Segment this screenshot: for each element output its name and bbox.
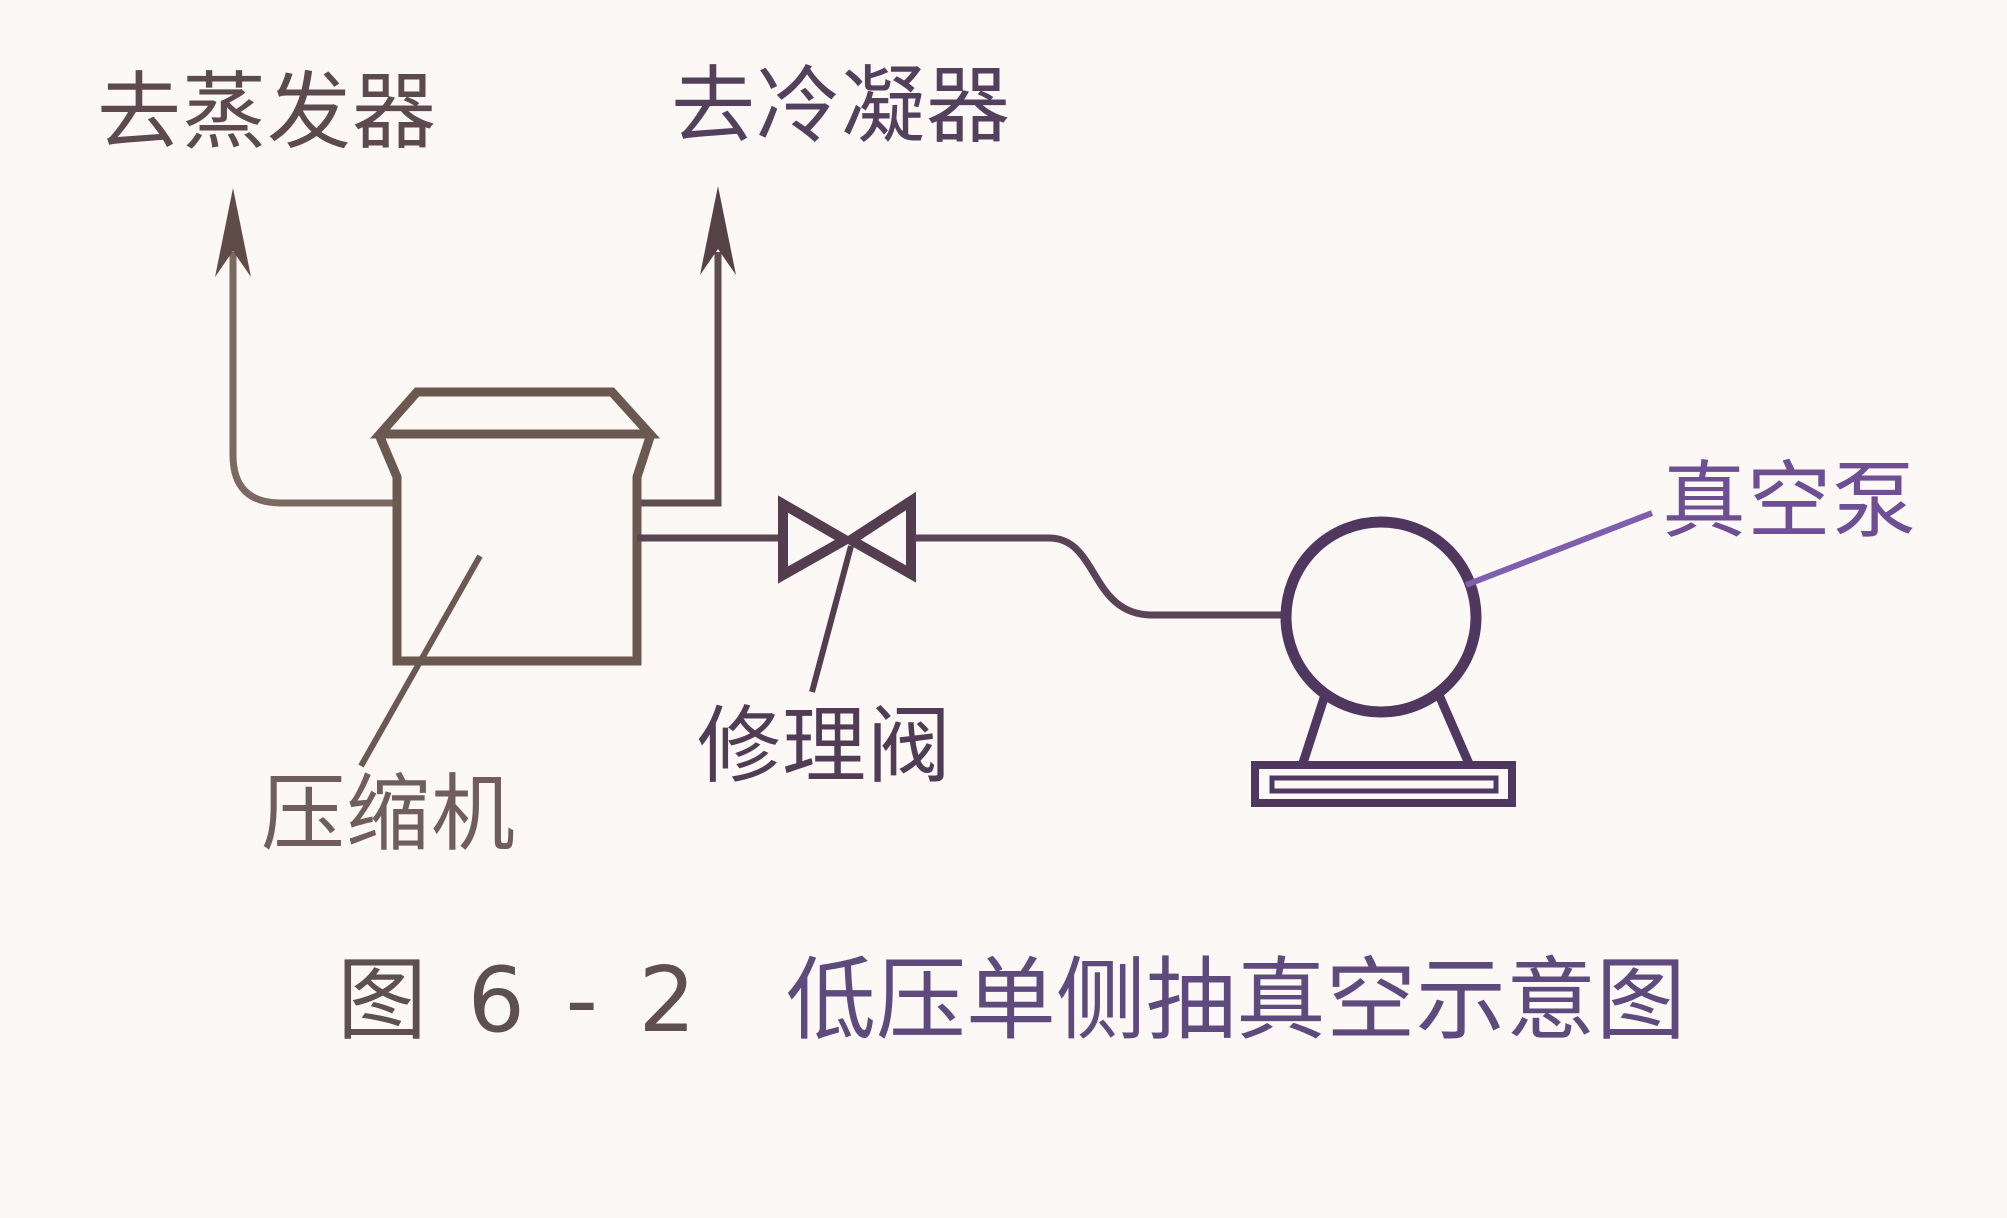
figure-caption-title: 低压单侧抽真空示意图	[785, 948, 1686, 1053]
vacuum-pump-symbol	[1251, 510, 1654, 807]
condenser-label: 去冷凝器	[671, 57, 1012, 155]
condenser-pipe-arrow	[640, 186, 736, 507]
pump-left-leg	[1297, 693, 1330, 768]
pump-base-inner	[1269, 775, 1499, 794]
evaporator-arrowhead-icon	[215, 188, 251, 277]
pump-base-outer	[1251, 761, 1516, 807]
figure-caption-number: 图 6 - 2	[337, 948, 702, 1053]
compressor-symbol	[358, 387, 661, 768]
compressor-body	[375, 435, 655, 666]
valve-right-triangle	[841, 491, 916, 583]
pump-circle	[1280, 516, 1482, 718]
vacuum-pump-label: 真空泵	[1662, 452, 1918, 550]
pump-leader-line	[1464, 510, 1654, 588]
evaporator-pipe	[229, 252, 396, 507]
repair-valve-symbol	[778, 491, 916, 693]
pump-inlet-pipe	[914, 534, 1287, 619]
evaporator-label: 去蒸发器	[97, 63, 438, 161]
evaporator-pipe-arrow	[215, 188, 396, 507]
valve-left-triangle	[778, 495, 856, 584]
repair-valve-label: 修理阀	[697, 697, 953, 795]
compressor-label: 压缩机	[261, 765, 517, 863]
pump-right-leg	[1434, 693, 1475, 768]
valve-leader-line	[809, 545, 854, 693]
condenser-arrowhead-icon	[700, 186, 736, 275]
compressor-lid	[370, 387, 661, 439]
compressor-leader-line	[358, 554, 483, 768]
condenser-pipe	[640, 252, 722, 507]
